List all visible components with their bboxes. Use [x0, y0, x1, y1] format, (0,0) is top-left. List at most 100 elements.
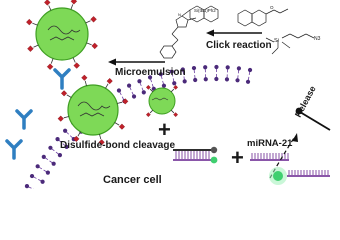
ligand-linker	[114, 122, 120, 126]
lipid-head-icon	[131, 94, 137, 99]
ligand-linker	[86, 42, 92, 46]
benzene-ring-icon	[203, 5, 219, 23]
red-diamond-ligand-icon	[57, 115, 64, 122]
ligand-linker	[105, 83, 109, 89]
polymer-chain-icon	[151, 97, 169, 101]
ligand-linker	[84, 80, 87, 86]
ligand-group-top	[26, 0, 98, 70]
arrowhead-icon	[206, 29, 214, 37]
ligand-linker	[33, 44, 39, 48]
azido-silane-structure	[265, 33, 315, 55]
red-diamond-ligand-icon	[106, 77, 113, 85]
ligand-linker	[63, 116, 69, 119]
release-label: Release	[293, 84, 318, 119]
lipid-head-icon	[161, 83, 167, 88]
benzene-ring-icon	[251, 9, 267, 27]
polymer-chain-icon	[77, 101, 111, 111]
lipid-head-icon	[236, 66, 242, 71]
lipid-head-icon	[158, 72, 163, 77]
ligand-group-released	[145, 84, 179, 118]
lipid-head-icon	[24, 184, 30, 189]
ligand-linker	[99, 134, 102, 140]
ligand-linker	[50, 58, 54, 64]
red-diamond-ligand-icon	[145, 84, 151, 90]
lipid-head-icon	[40, 179, 45, 184]
dna-duplex-icon	[173, 146, 218, 164]
lipid-head-icon	[191, 65, 197, 71]
mechanism-diagram: Microemulsion Click reaction Si(tBu)Ph2 …	[5, 0, 331, 189]
receptor-icon	[5, 139, 23, 160]
lipid-head-icon	[35, 164, 40, 169]
red-diamond-ligand-icon	[91, 42, 98, 50]
ligand-group-middle	[57, 74, 129, 146]
ligand-linker	[149, 109, 154, 114]
ligand-linker	[32, 22, 38, 26]
arrowhead-icon	[292, 133, 298, 142]
cell-membrane	[24, 64, 253, 189]
nitrogen-label: N	[178, 12, 181, 17]
ligand-linker	[170, 88, 175, 93]
polymer-chain-icon	[47, 25, 81, 35]
lipid-head-icon	[147, 75, 153, 80]
si-label: Si	[274, 38, 279, 44]
lipid-head-icon	[182, 79, 187, 84]
diagram-canvas: Microemulsion Click reaction Si(tBu)Ph2 …	[5, 0, 331, 189]
lipid-head-icon	[116, 88, 122, 93]
red-diamond-ligand-icon	[173, 84, 179, 90]
lipid-head-icon	[203, 77, 208, 82]
mirna-strand-icon	[250, 153, 289, 161]
lipid-head-icon	[169, 69, 174, 74]
lipid-head-icon	[45, 170, 50, 175]
receptor-icon	[15, 109, 33, 130]
lipid-head-icon	[224, 77, 230, 82]
red-diamond-ligand-icon	[73, 62, 80, 69]
red-diamond-ligand-icon	[118, 123, 126, 130]
ligand-linker	[70, 4, 74, 10]
mirna-label: miRNA-21	[247, 138, 293, 149]
lipid-head-icon	[180, 67, 185, 72]
microemulsion-label: Microemulsion	[115, 67, 186, 78]
ligand-linker	[117, 101, 123, 104]
polymer-chain-icon	[79, 112, 105, 117]
lipid-head-icon	[214, 64, 219, 70]
red-diamond-ligand-icon	[70, 0, 78, 5]
lipid-head-icon	[137, 79, 142, 84]
lipid-head-icon	[214, 76, 219, 82]
ligand-linker	[85, 20, 91, 24]
nanoparticle-top	[35, 7, 89, 61]
ligand-linker	[77, 131, 81, 137]
tbs-group-label: Si(tBu)Ph2	[194, 8, 216, 13]
plus-sign: +	[158, 117, 171, 142]
released-quencher-strand	[295, 107, 331, 131]
cancer-cell-label: Cancer cell	[103, 174, 162, 186]
red-diamond-ligand-icon	[81, 74, 88, 81]
ligand-linker	[48, 5, 52, 11]
benzene-ring-icon	[159, 45, 177, 59]
red-diamond-ligand-icon	[73, 135, 80, 143]
nanoparticle-released	[148, 87, 176, 115]
quencher-dot-icon	[210, 146, 218, 154]
lipid-head-icon	[141, 90, 146, 95]
lipid-head-icon	[29, 173, 35, 179]
lipid-head-icon	[64, 144, 69, 150]
ligand-linker	[72, 57, 76, 63]
red-diamond-ligand-icon	[27, 45, 34, 52]
triazole-ring-icon	[175, 15, 189, 28]
red-diamond-ligand-icon	[90, 16, 97, 23]
click-product-structure	[159, 5, 219, 59]
red-diamond-ligand-icon	[122, 98, 129, 105]
lipid-head-icon	[51, 161, 56, 166]
arrowhead-icon	[108, 58, 116, 66]
lipid-head-icon	[235, 78, 240, 83]
lipid-head-icon	[193, 77, 198, 83]
polymer-chain-icon	[49, 36, 75, 41]
green-nanoparticle-icon	[148, 87, 176, 115]
ligand-linker	[149, 88, 154, 93]
red-diamond-ligand-icon	[145, 112, 151, 118]
red-diamond-ligand-icon	[98, 139, 105, 146]
benzene-ring-icon	[237, 9, 253, 27]
green-nanoparticle-icon	[35, 7, 89, 61]
green-nanoparticle-icon	[67, 84, 119, 136]
fluorescent-signal-icon	[269, 167, 330, 185]
receptor-icon	[53, 68, 71, 90]
